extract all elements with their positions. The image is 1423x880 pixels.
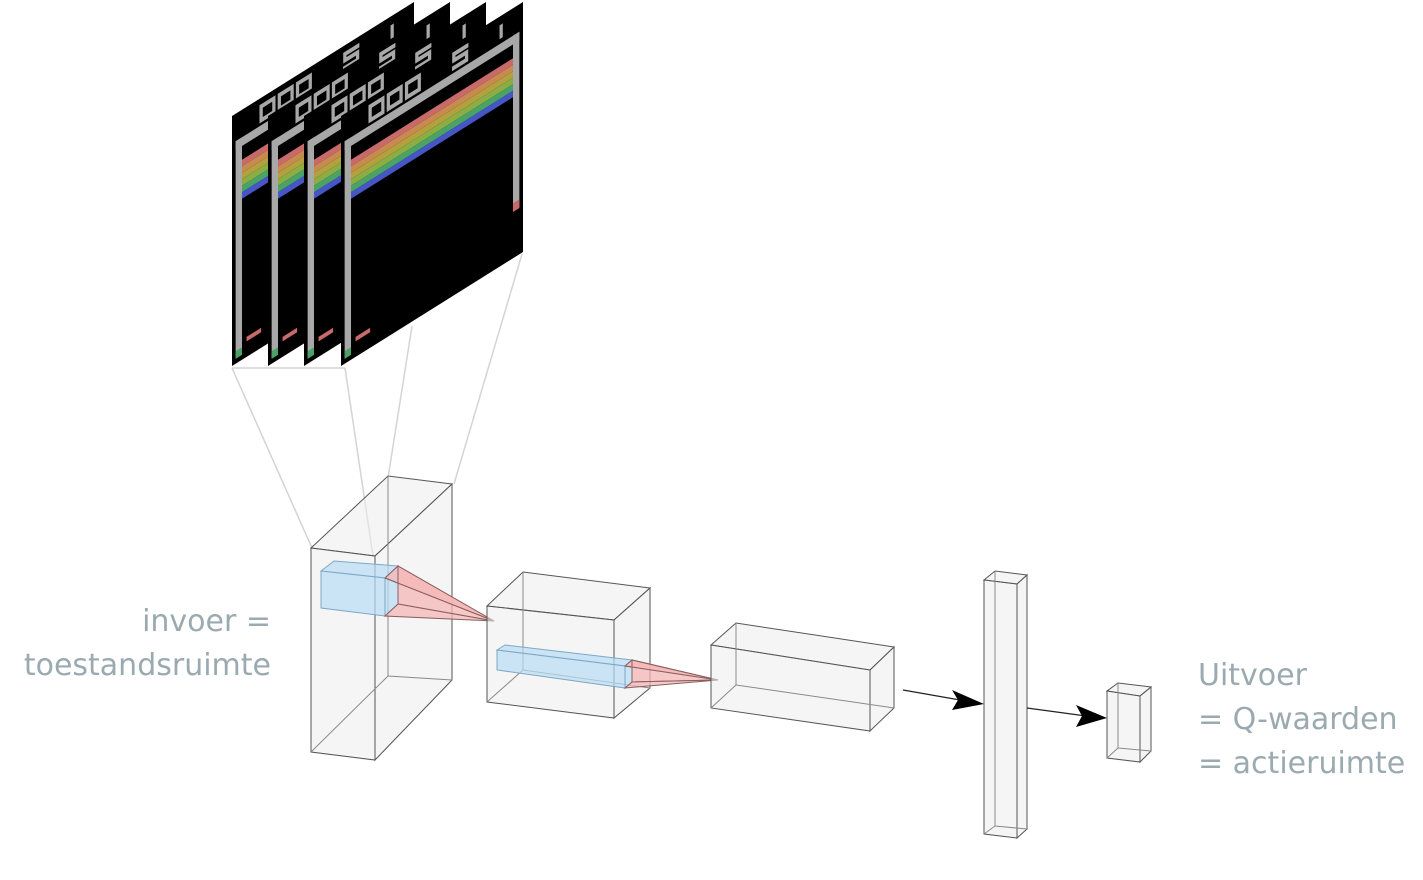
output-label-line-3: = actieruimte (1198, 746, 1406, 781)
receptive-field-2 (623, 659, 719, 689)
receptive-field-1 (383, 565, 495, 622)
input-frames-stack (232, 2, 523, 366)
output-label: Uitvoer = Q-waarden = actieruimte (1198, 654, 1405, 786)
arrow-to-dense-layer (902, 689, 984, 710)
output-label-line-2: = Q-waarden (1198, 702, 1398, 737)
arrow-to-output-layer (1026, 705, 1107, 727)
conv-layer-2 (709, 622, 896, 733)
input-label-line-2: toestandsruimte (23, 648, 271, 683)
output-layer (1105, 682, 1153, 764)
input-label-line-1: invoer = (142, 604, 271, 639)
conv-layer-1 (485, 571, 652, 720)
dense-layer (982, 570, 1029, 840)
conv-kernel-1 (319, 560, 400, 618)
output-label-line-1: Uitvoer (1198, 658, 1307, 693)
input-label: invoer = toestandsruimte (24, 600, 271, 688)
conv-kernel-2 (495, 644, 634, 690)
